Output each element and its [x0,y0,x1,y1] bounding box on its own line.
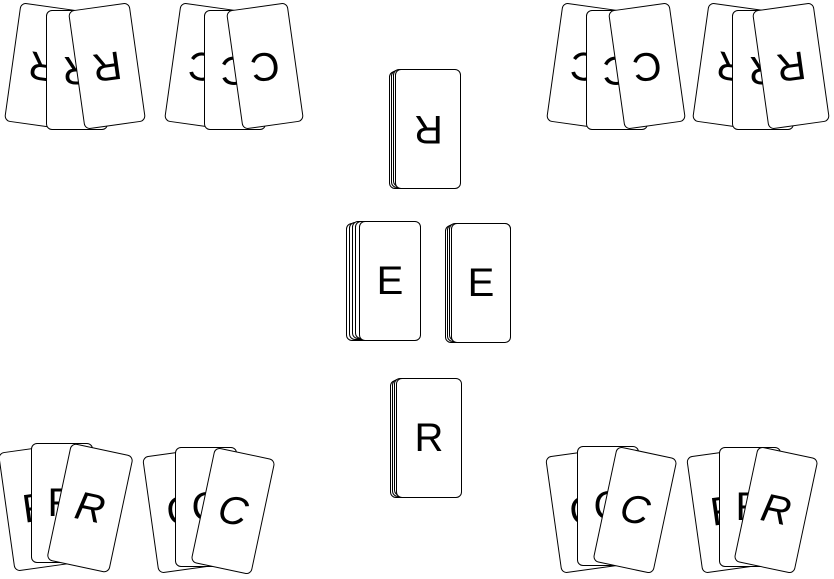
center-pile-right[interactable]: E [445,223,515,345]
pile-card-left-face[interactable]: E [359,221,421,341]
pile-card-right-face[interactable]: E [451,223,511,343]
pile-card-bottom-face[interactable]: R [396,378,462,498]
center-pile-top[interactable]: R [389,69,463,191]
center-pile-left[interactable]: E [346,221,426,343]
pile-card-top-face[interactable]: R [395,69,461,189]
center-pile-bottom[interactable]: R [390,378,466,500]
